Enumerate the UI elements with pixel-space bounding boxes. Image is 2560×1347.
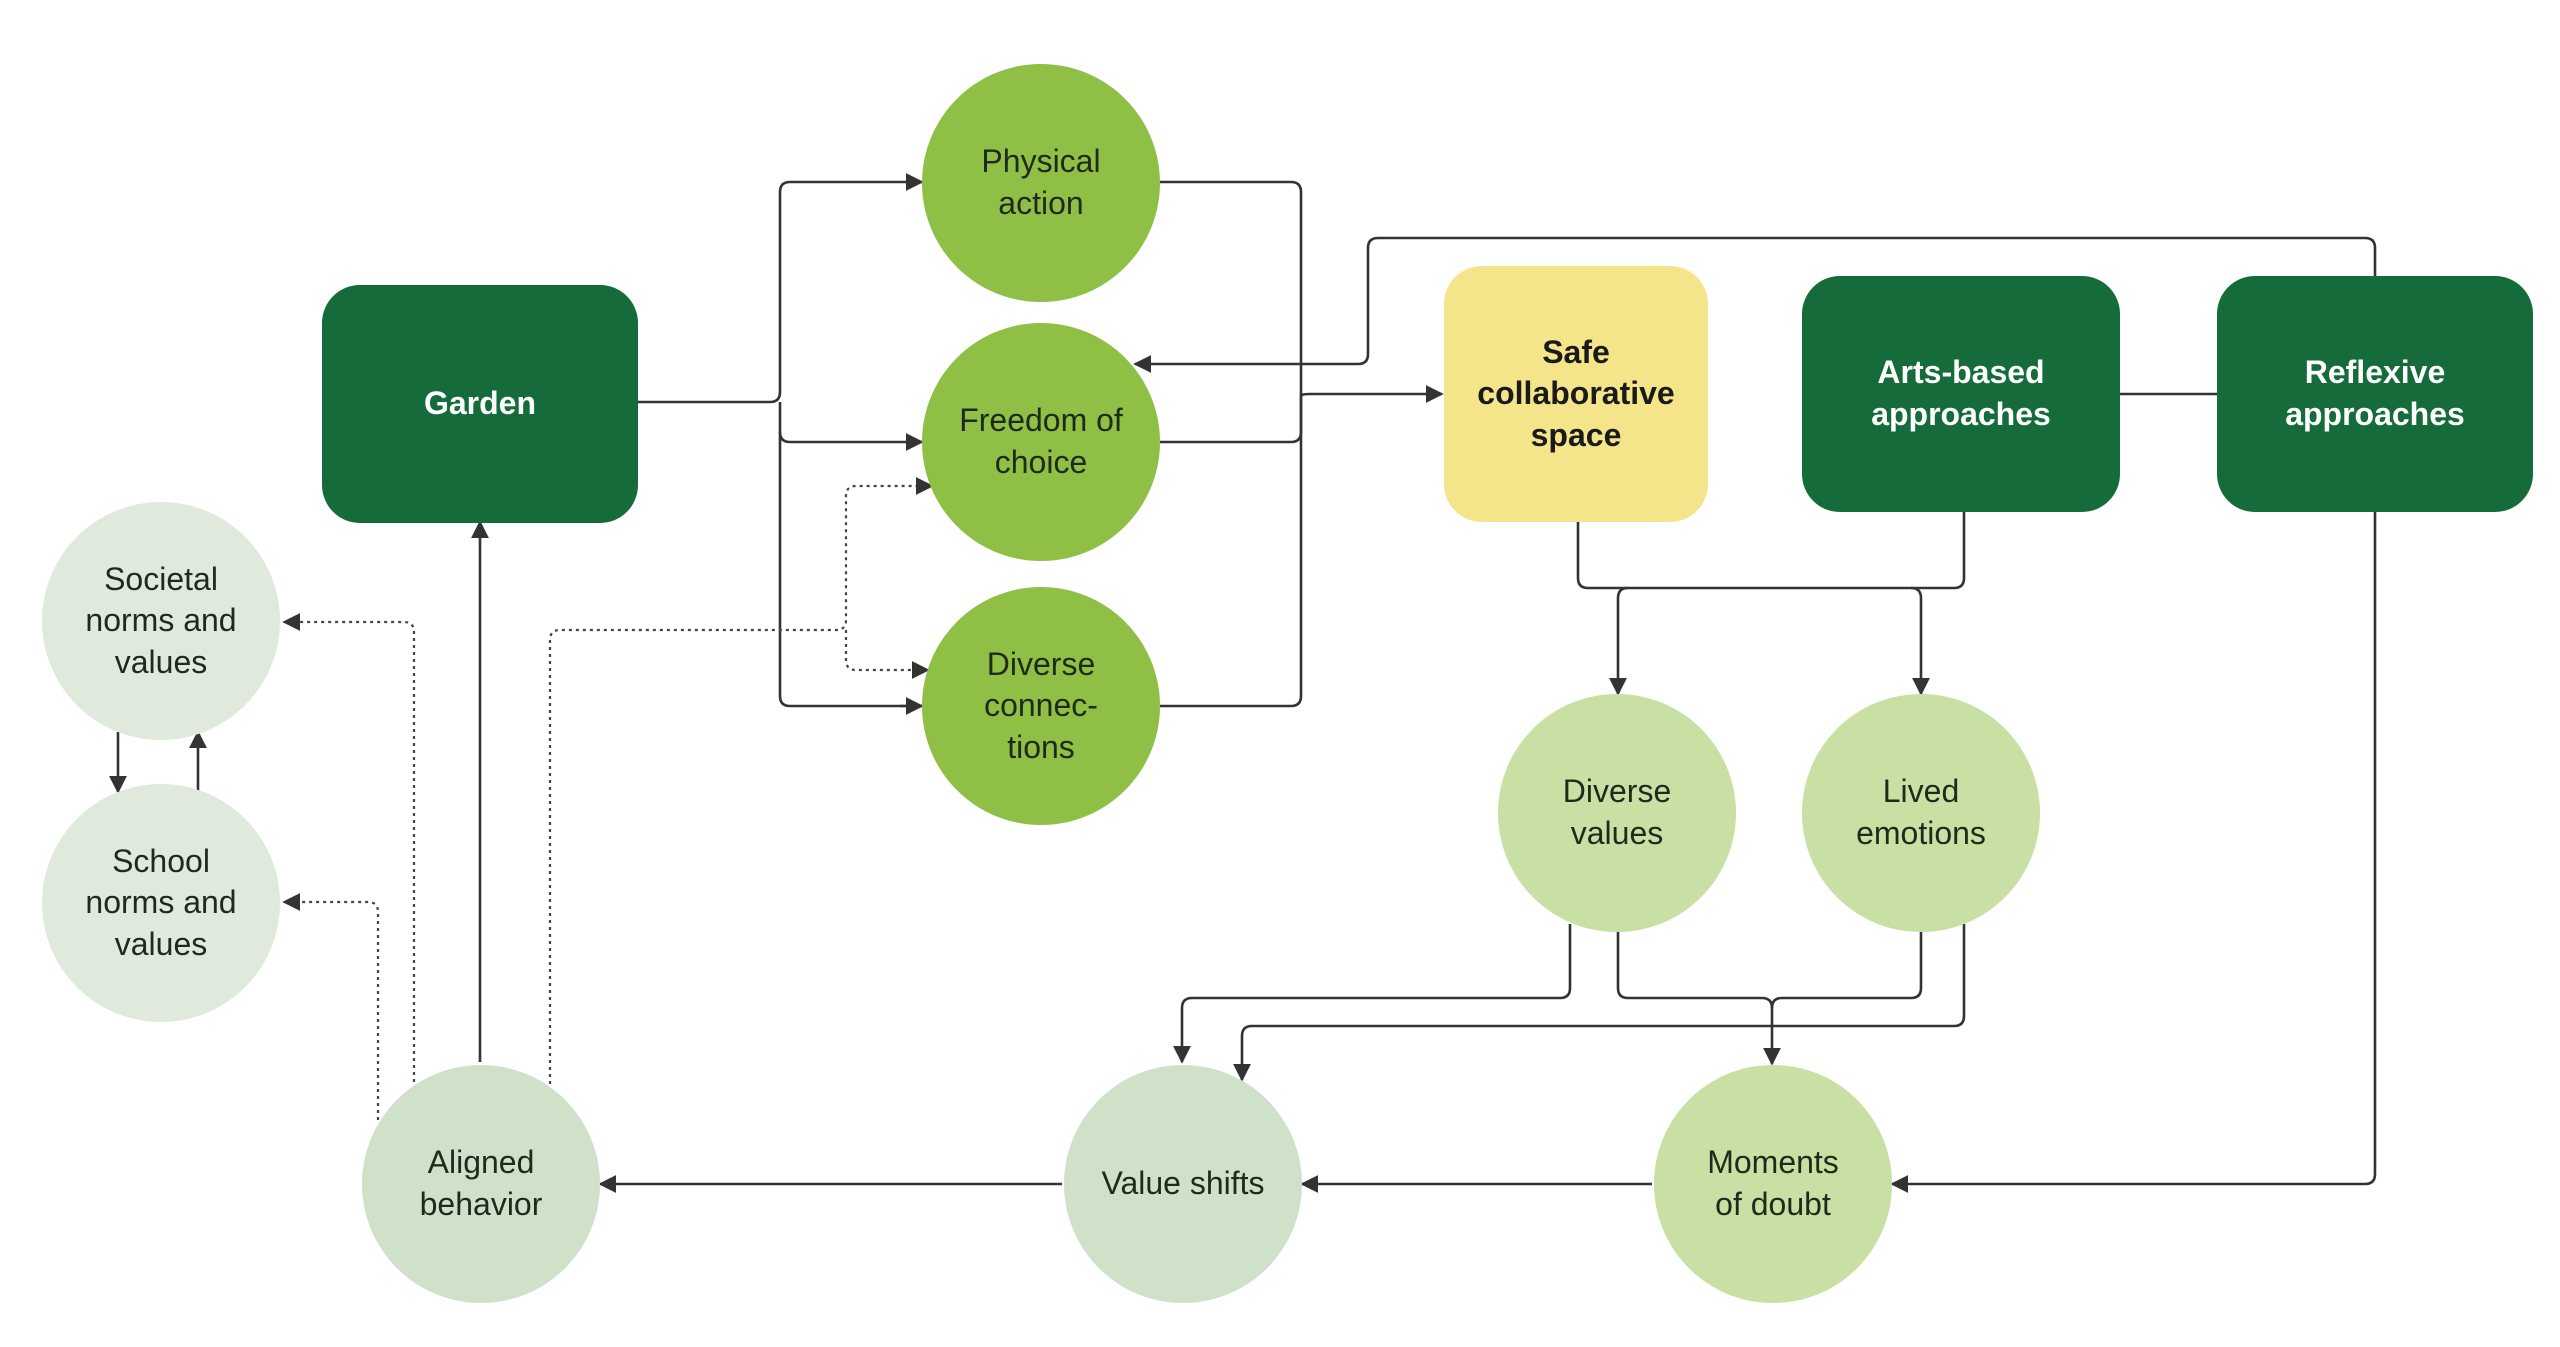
edge-aligned-to-societal (282, 613, 416, 1082)
edge-reflexive-to-doubt (1890, 512, 2377, 1193)
node-arts-based-approaches: Arts-based approaches (1802, 276, 2120, 512)
edge-diverse-values-to-value-shifts (1173, 924, 1572, 1064)
node-societal-norms: Societal norms and values (42, 502, 280, 740)
node-freedom-of-choice-label: Freedom of choice (959, 402, 1123, 480)
edge-garden-to-physical-action (638, 173, 924, 404)
edge-to-lived-emotions (1910, 586, 1930, 696)
node-diverse-values: Diverse values (1498, 694, 1736, 932)
edge-garden-to-diverse-connections (778, 432, 922, 708)
edge-aligned-to-school (282, 893, 380, 1120)
node-school-norms: School norms and values (42, 784, 280, 1022)
edge-diverse-connections-out (1160, 396, 1303, 708)
node-value-shifts: Value shifts (1064, 1065, 1302, 1303)
node-moments-of-doubt: Moments of doubt (1654, 1065, 1892, 1303)
edge-lived-emotions-to-doubt (1770, 930, 1923, 1009)
node-school-norms-label: School norms and values (85, 842, 237, 962)
edge-physical-action-out (1160, 180, 1303, 396)
edge-safe-space-down (1576, 512, 1966, 590)
edge-garden-to-freedom-of-choice (778, 402, 924, 451)
edge-to-safe-space (1299, 385, 1444, 403)
edge-to-diverse-values (1609, 586, 1629, 696)
node-reflexive-approaches-label: Reflexive approaches (2285, 354, 2465, 432)
node-value-shifts-label: Value shifts (1101, 1165, 1265, 1202)
node-freedom-of-choice: Freedom of choice (922, 323, 1160, 561)
node-lived-emotions: Lived emotions (1802, 694, 2040, 932)
node-reflexive-approaches: Reflexive approaches (2217, 276, 2533, 512)
node-diverse-values-label: Diverse values (1562, 773, 1672, 851)
node-diverse-connections-label: Diverse connec- tions (984, 645, 1098, 765)
edge-aligned-to-diverse-connections (844, 630, 930, 679)
node-moments-of-doubt-label: Moments of doubt (1707, 1144, 1839, 1222)
node-aligned-behavior: Aligned behavior (362, 1065, 600, 1303)
edge-reflexive-to-freedom (1133, 236, 2377, 373)
node-safe-collaborative-space-label: Safe collaborative space (1477, 333, 1675, 453)
node-aligned-behavior-label: Aligned behavior (419, 1144, 543, 1222)
edge-aligned-to-freedom (548, 477, 934, 1084)
node-physical-action: Physical action (922, 64, 1160, 302)
edge-freedom-of-choice-out (1160, 396, 1303, 444)
node-safe-collaborative-space: Safe collaborative space (1444, 266, 1708, 522)
node-physical-action-label: Physical action (981, 143, 1101, 221)
node-diverse-connections: Diverse connec- tions (922, 587, 1160, 825)
node-garden: Garden (322, 285, 638, 523)
node-garden-label: Garden (423, 385, 537, 422)
node-societal-norms-label: Societal norms and values (85, 560, 237, 680)
node-lived-emotions-label: Lived emotions (1856, 773, 1986, 851)
node-arts-based-approaches-label: Arts-based approaches (1871, 354, 2051, 432)
edge-lived-emotions-to-value-shifts (1233, 924, 1966, 1082)
edge-diverse-values-to-doubt (1616, 930, 1781, 1066)
